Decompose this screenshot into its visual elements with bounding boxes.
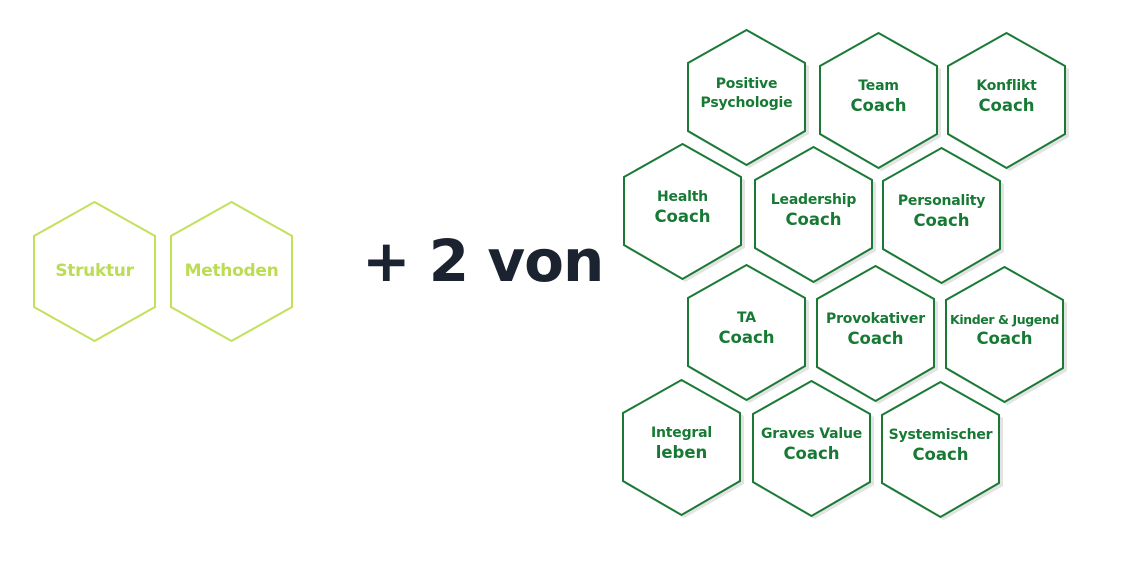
- elective-line2: Coach: [654, 206, 711, 226]
- hexagon-outline-icon: [33, 200, 156, 343]
- elective-line1: Provokativer: [826, 310, 925, 327]
- base-module-methoden: Methoden: [170, 200, 293, 343]
- base-module-label: Struktur: [55, 261, 134, 282]
- elective-line2: Coach: [850, 95, 907, 115]
- elective-line1: TA: [737, 309, 756, 326]
- elective-line2: Coach: [785, 209, 842, 229]
- elective-line1: Leadership: [770, 191, 857, 208]
- elective-line2: Coach: [912, 444, 969, 464]
- hexagon-outline-icon: [622, 378, 744, 518]
- elective-line1: Graves Value: [760, 425, 863, 442]
- elective-line2: Coach: [718, 327, 775, 347]
- hexagon-outline-icon: [754, 145, 876, 285]
- elective-line1: Konflikt: [976, 77, 1037, 94]
- hexagon-outline-icon: [947, 31, 1069, 171]
- elective-line1: Positive: [715, 76, 778, 93]
- hexagon-outline-icon: [881, 380, 1003, 520]
- hexagon-outline-icon: [687, 263, 809, 403]
- base-module-struktur: Struktur: [33, 200, 156, 343]
- hexagon-outline-icon: [882, 146, 1004, 286]
- hexagon-outline-icon: [752, 379, 874, 519]
- hexagon-outline-icon: [687, 28, 809, 168]
- elective-line2: Coach: [783, 443, 840, 463]
- elective-line1: Systemischer: [888, 426, 993, 443]
- elective-line1: Kinder & Jugend: [950, 311, 1059, 327]
- elective-line2: Coach: [913, 210, 970, 230]
- hexagon-outline-icon: [170, 200, 293, 343]
- elective-line2: Coach: [976, 328, 1033, 348]
- elective-line2: Psychologie: [700, 94, 793, 111]
- hexagon-outline-icon: [819, 31, 941, 171]
- elective-line1: Integral: [651, 424, 712, 441]
- elective-line1: Health: [657, 188, 708, 205]
- elective-line1: Team: [858, 77, 899, 94]
- base-module-label: Methoden: [184, 261, 279, 282]
- elective-line1: Personality: [897, 192, 986, 209]
- hexagon-outline-icon: [623, 142, 745, 282]
- connector-text: + 2 von: [362, 227, 604, 295]
- elective-line2: Coach: [847, 328, 904, 348]
- hexagon-outline-icon: [816, 264, 938, 404]
- elective-line2: Coach: [978, 95, 1035, 115]
- elective-line2: leben: [655, 442, 708, 462]
- hexagon-outline-icon: [945, 265, 1067, 405]
